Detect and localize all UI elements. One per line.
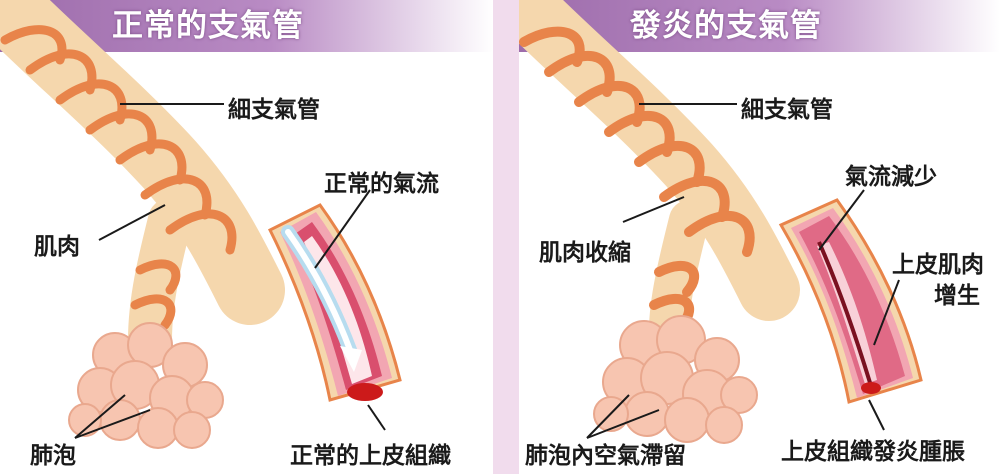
label-bronchiole-inflamed: 細支氣管 xyxy=(741,90,833,124)
label-epithelium-hyperplasia-line1: 上皮肌肉 xyxy=(892,245,984,279)
label-normal-epithelium: 正常的上皮組織 xyxy=(290,436,451,470)
label-epithelium-swelling: 上皮組織發炎腫脹 xyxy=(781,432,965,466)
label-muscle-contraction: 肌肉收縮 xyxy=(539,233,631,267)
label-muscle: 肌肉 xyxy=(34,227,80,261)
label-epithelium-hyperplasia-line2: 增生 xyxy=(934,276,980,310)
alveoli-cluster xyxy=(69,323,223,448)
inflamed-cross-section xyxy=(781,200,921,402)
label-trapped-air-alveoli: 肺泡內空氣滯留 xyxy=(525,436,686,470)
label-reduced-airflow: 氣流減少 xyxy=(845,157,937,191)
trapped-alveoli-cluster xyxy=(594,316,757,443)
normal-mucosa xyxy=(347,383,383,401)
label-bronchiole: 細支氣管 xyxy=(228,90,320,124)
label-alveoli: 肺泡 xyxy=(30,436,76,470)
normal-cross-section xyxy=(270,205,400,401)
inflamed-bronchus-panel: 發炎的支氣管 xyxy=(519,0,1000,474)
panel-divider xyxy=(493,0,519,474)
swollen-mucosa xyxy=(861,382,881,394)
label-normal-airflow: 正常的氣流 xyxy=(324,164,439,198)
normal-bronchus-panel: 正常的支氣管 xyxy=(0,0,493,474)
